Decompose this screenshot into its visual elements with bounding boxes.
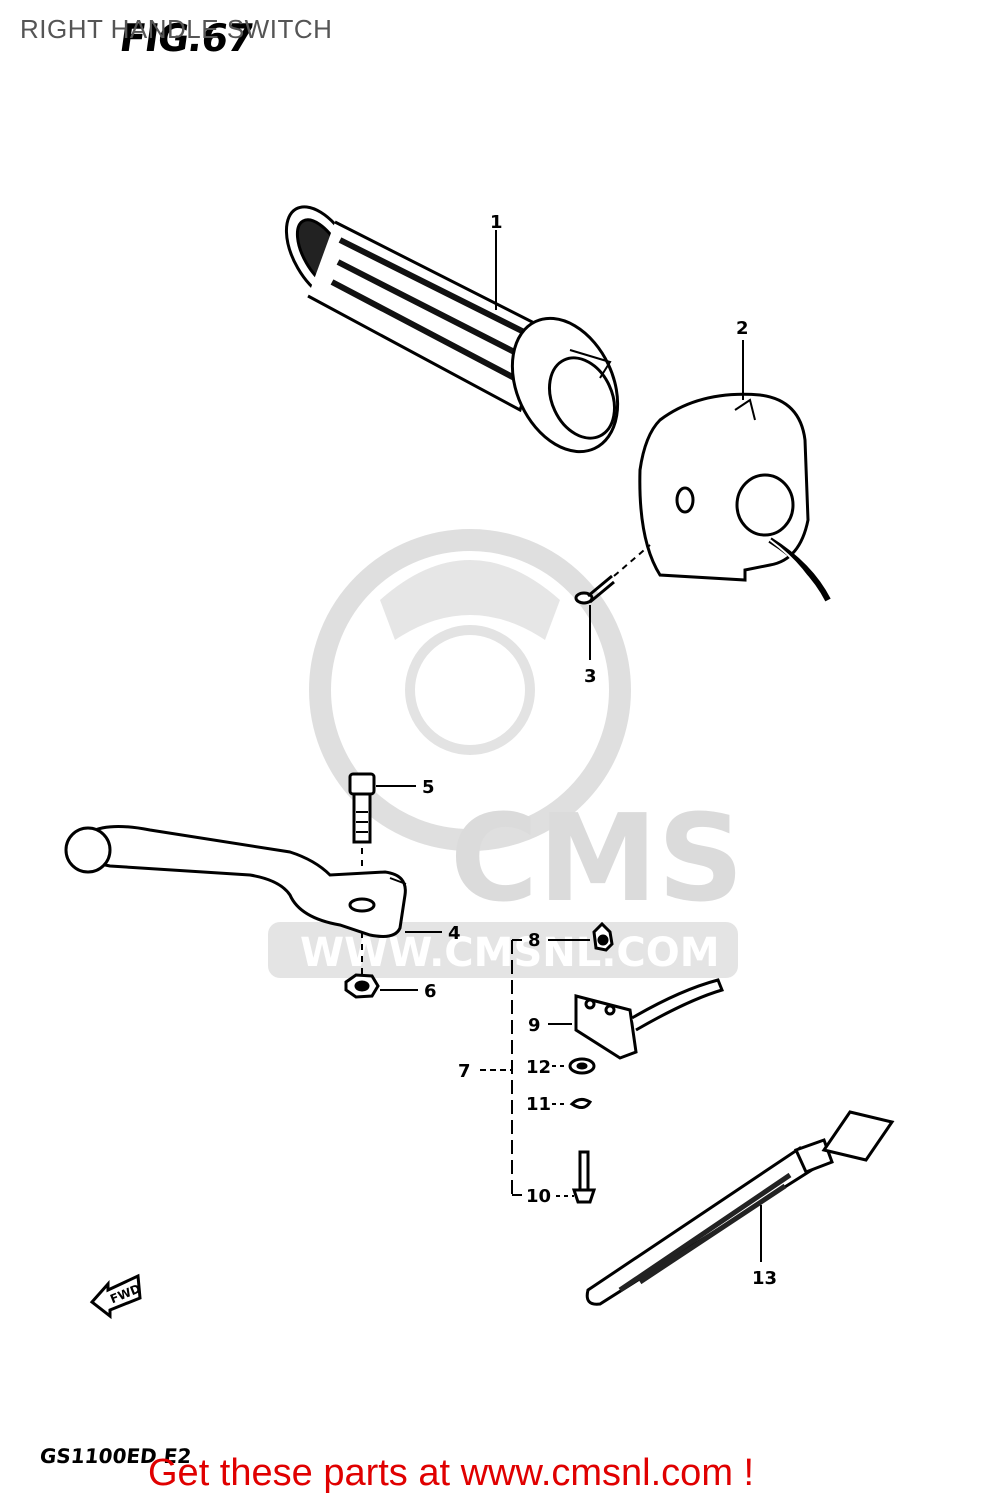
forward-arrow-icon: FWD — [89, 1273, 142, 1320]
callout-8: 8 — [528, 930, 541, 951]
callout-5: 5 — [422, 777, 435, 798]
part-washer-12 — [568, 1057, 596, 1075]
callout-6: 6 — [424, 981, 437, 1002]
part-washer-11 — [569, 1097, 593, 1109]
callout-10: 10 — [526, 1186, 551, 1207]
part-screw-3 — [574, 574, 615, 605]
part-pivot-bolt — [348, 772, 376, 844]
callout-4: 4 — [448, 923, 461, 944]
watermark-face — [405, 625, 535, 755]
callout-11: 11 — [526, 1094, 551, 1115]
part-nut — [344, 973, 380, 999]
watermark-helmet — [380, 560, 560, 640]
callout-12: 12 — [526, 1057, 551, 1078]
watermark-url: WWW.CMSNL.COM — [300, 930, 720, 976]
callout-2: 2 — [736, 318, 749, 339]
leader-3-dash — [613, 544, 651, 577]
callout-13: 13 — [752, 1268, 777, 1289]
part-brake-switch — [574, 978, 725, 1060]
part-cable-tie — [585, 1110, 895, 1306]
part-screw-8 — [592, 921, 614, 952]
part-switch-housing — [638, 392, 831, 604]
watermark-ring — [309, 529, 631, 851]
part-screw-10 — [571, 1150, 597, 1204]
callout-7: 7 — [458, 1061, 471, 1082]
callout-3: 3 — [584, 666, 597, 687]
watermark-brand: CMS — [450, 790, 744, 929]
page-title: RIGHT HANDLE SWITCH — [20, 14, 333, 44]
footer-parts-link[interactable]: Get these parts at www.cmsnl.com ! — [148, 1452, 755, 1494]
callout-9: 9 — [528, 1015, 541, 1036]
callout-1: 1 — [490, 212, 503, 233]
watermark: CMS WWW.CMSNL.COM — [268, 529, 744, 978]
group-bracket-7 — [480, 939, 522, 1196]
part-grip — [284, 205, 620, 454]
part-brake-lever — [64, 825, 407, 938]
